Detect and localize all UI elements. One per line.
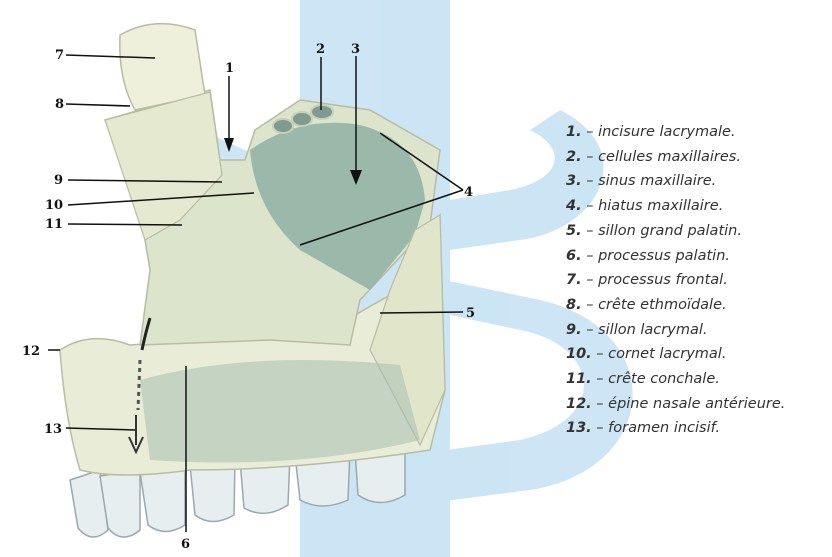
callout-13: 13 — [44, 422, 62, 437]
legend-item-3: 3. – sinus maxillaire. — [566, 169, 832, 194]
callout-10: 10 — [45, 198, 63, 213]
legend-text: – sillon lacrymal. — [582, 322, 708, 338]
legend-number: 1. — [566, 124, 582, 140]
callout-5: 5 — [466, 306, 475, 321]
legend-number: 10. — [566, 346, 592, 362]
legend-item-8: 8. – crête ethmoïdale. — [566, 293, 832, 318]
legend-number: 12. — [566, 396, 592, 412]
legend-text: – incisure lacrymale. — [582, 124, 736, 140]
legend-item-12: 12. – épine nasale antérieure. — [566, 392, 832, 417]
legend-number: 5. — [566, 223, 582, 239]
legend-text: – foramen incisif. — [592, 420, 720, 436]
legend-list: 1. – incisure lacrymale. 2. – cellules m… — [566, 120, 832, 441]
callout-3: 3 — [351, 42, 360, 57]
legend-item-1: 1. – incisure lacrymale. — [566, 120, 832, 145]
legend-text: – épine nasale antérieure. — [592, 396, 786, 412]
legend-number: 7. — [566, 272, 582, 288]
legend-text: – crête conchale. — [592, 371, 720, 387]
legend-text: – sinus maxillaire. — [582, 173, 717, 189]
callout-1: 1 — [225, 61, 234, 76]
legend-item-13: 13. – foramen incisif. — [566, 416, 832, 441]
callout-9: 9 — [54, 173, 63, 188]
legend-item-7: 7. – processus frontal. — [566, 268, 832, 293]
legend-item-9: 9. – sillon lacrymal. — [566, 318, 832, 343]
callout-11: 11 — [45, 217, 63, 232]
legend-item-5: 5. – sillon grand palatin. — [566, 219, 832, 244]
legend-number: 6. — [566, 248, 582, 264]
callout-8: 8 — [55, 97, 64, 112]
legend-item-10: 10. – cornet lacrymal. — [566, 342, 832, 367]
legend-number: 11. — [566, 371, 592, 387]
callout-12: 12 — [22, 344, 40, 359]
legend-item-11: 11. – crête conchale. — [566, 367, 832, 392]
legend-item-2: 2. – cellules maxillaires. — [566, 145, 832, 170]
legend-text: – cornet lacrymal. — [592, 346, 727, 362]
legend-text: – sillon grand palatin. — [582, 223, 742, 239]
legend-text: – hiatus maxillaire. — [582, 198, 724, 214]
legend-number: 3. — [566, 173, 582, 189]
legend-item-4: 4. – hiatus maxillaire. — [566, 194, 832, 219]
legend-text: – processus frontal. — [582, 272, 728, 288]
legend-number: 13. — [566, 420, 592, 436]
legend-text: – cellules maxillaires. — [582, 149, 741, 165]
palatine-shadow — [140, 360, 420, 463]
legend-number: 8. — [566, 297, 582, 313]
legend-number: 2. — [566, 149, 582, 165]
callout-2: 2 — [316, 42, 325, 57]
legend-text: – crête ethmoïdale. — [582, 297, 727, 313]
legend-number: 9. — [566, 322, 582, 338]
legend-number: 4. — [566, 198, 582, 214]
callout-6: 6 — [181, 537, 190, 552]
legend-item-6: 6. – processus palatin. — [566, 244, 832, 269]
callout-4: 4 — [464, 185, 473, 200]
legend-text: – processus palatin. — [582, 248, 730, 264]
callout-7: 7 — [55, 48, 64, 63]
